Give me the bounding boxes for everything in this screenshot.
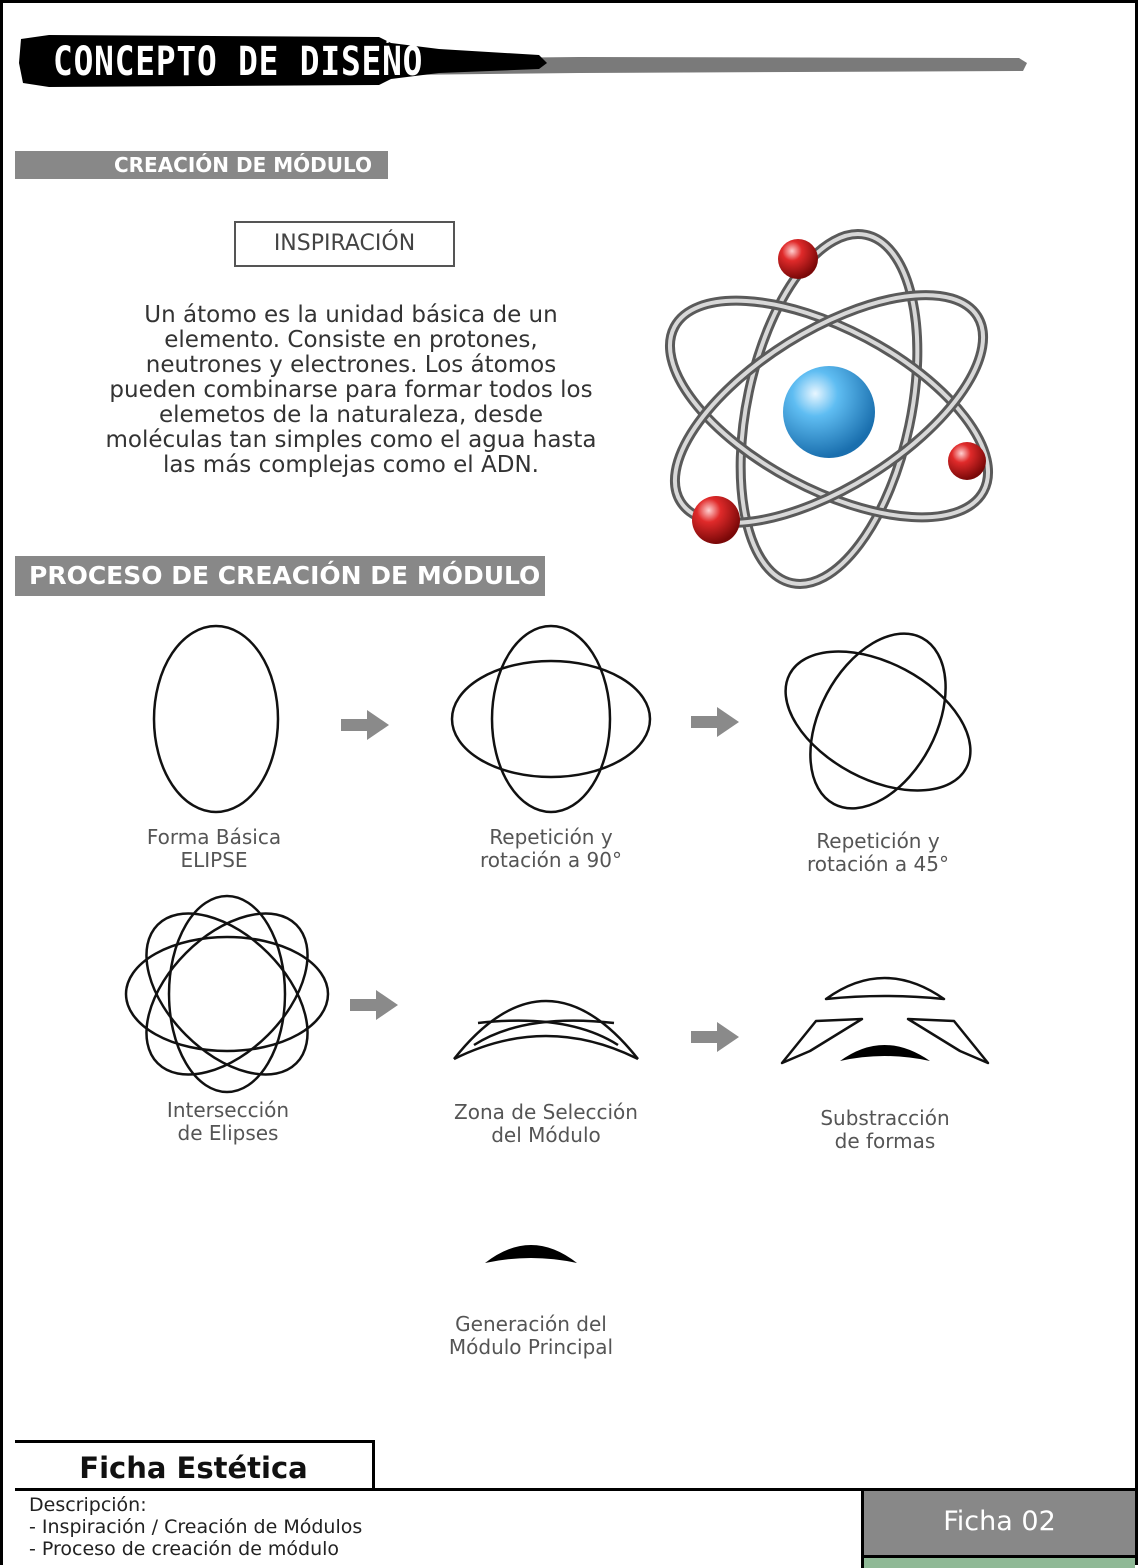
- ellipses-rotated-90-shape: [446, 621, 656, 817]
- caption-step-1: Forma Básica ELIPSE: [114, 826, 314, 872]
- caption-step-6: Substracción de formas: [775, 1107, 995, 1153]
- arrow-right-icon: [691, 707, 739, 737]
- electron-sphere: [692, 496, 740, 544]
- caption-step-3: Repetición y rotación a 45°: [768, 830, 988, 876]
- header-title-bar: CONCEPTO DE DISEÑO: [19, 33, 1029, 89]
- inspiration-text: Un átomo es la unidad básica de un eleme…: [103, 303, 599, 478]
- nucleus-sphere: [783, 366, 875, 458]
- section-title-creacion: CREACIÓN DE MÓDULO: [15, 151, 388, 179]
- sheet-number: Ficha 02: [861, 1491, 1135, 1555]
- atom-image: [649, 229, 1009, 589]
- description-label: Descripción:: [29, 1494, 362, 1516]
- caption-step-7: Generación del Módulo Principal: [421, 1313, 641, 1359]
- green-accent-strip: [861, 1555, 1135, 1568]
- page-title: CONCEPTO DE DISEÑO: [53, 39, 423, 85]
- caption-step-5: Zona de Selección del Módulo: [426, 1101, 666, 1147]
- description-block: Descripción: - Inspiración / Creación de…: [29, 1494, 362, 1560]
- electron-sphere: [778, 239, 818, 279]
- sheet-title: Ficha Estética: [15, 1440, 375, 1490]
- arrow-right-icon: [341, 710, 389, 740]
- description-item: - Proceso de creación de módulo: [29, 1538, 362, 1560]
- module-selection-shape: [448, 973, 644, 1065]
- caption-step-4: Intersección de Elipses: [128, 1099, 328, 1145]
- arrow-right-icon: [691, 1022, 739, 1052]
- electron-sphere: [948, 442, 986, 480]
- ellipses-rotated-45-shape: [773, 623, 983, 819]
- inspiration-label: INSPIRACIÓN: [234, 221, 455, 267]
- section-title-proceso: PROCESO DE CREACIÓN DE MÓDULO: [15, 556, 545, 596]
- caption-step-2: Repetición y rotación a 90°: [441, 826, 661, 872]
- ellipses-intersection-shape: [121, 893, 333, 1095]
- description-item: - Inspiración / Creación de Módulos: [29, 1516, 362, 1538]
- arrow-right-icon: [350, 990, 398, 1020]
- ellipse-basic-shape: [148, 621, 284, 817]
- main-module-shape: [483, 1235, 579, 1267]
- shape-subtraction-shape: [778, 971, 992, 1067]
